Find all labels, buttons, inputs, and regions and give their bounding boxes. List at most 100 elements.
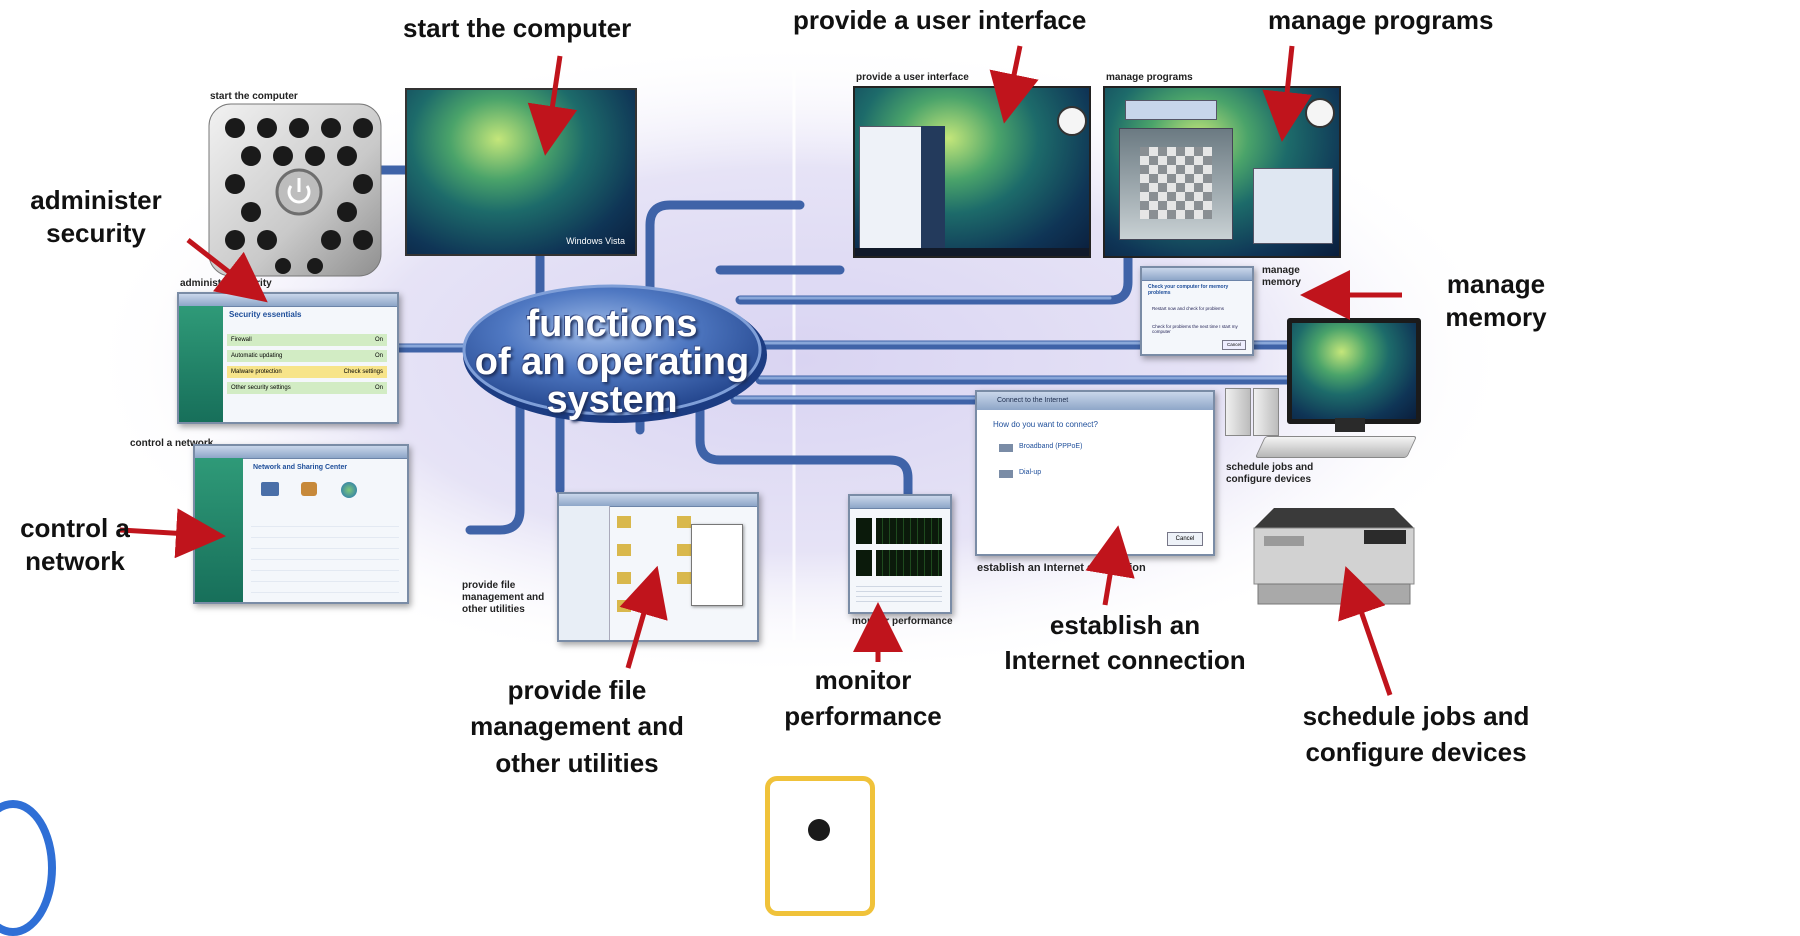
start-menu-side bbox=[921, 126, 945, 250]
folder-icon bbox=[617, 516, 631, 528]
window-titlebar bbox=[977, 392, 1213, 410]
power-icon bbox=[287, 185, 311, 204]
window-titlebar bbox=[195, 446, 407, 459]
case-vent-holes bbox=[225, 118, 373, 274]
network-center-window: Network and Sharing Center bbox=[193, 444, 409, 604]
security-row-firewall: Firewall On bbox=[227, 334, 387, 346]
window-titlebar bbox=[1142, 268, 1252, 281]
panel-label-files-line-3: other utilities bbox=[462, 604, 525, 615]
security-row-label: Malware protection bbox=[231, 369, 282, 375]
security-row-status: On bbox=[374, 385, 383, 391]
callout-performance-line-1: monitor bbox=[814, 665, 912, 695]
callout-memory-line-1: manage bbox=[1446, 269, 1546, 299]
panel-label-network: control a network bbox=[130, 438, 214, 449]
panel-label-start: start the computer bbox=[210, 91, 298, 102]
memory-cancel-button: Cancel bbox=[1222, 340, 1246, 350]
connector-pipes bbox=[225, 165, 1305, 535]
internet-dialog-title: Connect to the Internet bbox=[997, 397, 1069, 404]
callout-internet: establish an Internet connection bbox=[975, 608, 1275, 678]
printer-panel bbox=[1264, 536, 1304, 546]
context-menu bbox=[691, 524, 743, 606]
callout-security: administer security bbox=[6, 184, 186, 249]
callout-memory: manage memory bbox=[1416, 268, 1576, 333]
left-speaker bbox=[1225, 388, 1251, 436]
panel-label-jobs: schedule jobs and configure devices bbox=[1226, 462, 1313, 486]
callout-start: start the computer bbox=[403, 13, 632, 43]
panel-label-files-line-2: management and bbox=[462, 592, 545, 603]
arrow-files bbox=[619, 565, 668, 669]
security-row-label: Firewall bbox=[231, 337, 252, 343]
printer-display bbox=[1364, 530, 1406, 544]
callout-network: control a network bbox=[4, 512, 146, 577]
callout-files: provide file management and other utilit… bbox=[462, 672, 692, 781]
callout-files-line-1: provide file bbox=[507, 675, 647, 705]
folder-icon bbox=[677, 572, 691, 584]
laser-printer-image bbox=[1253, 508, 1415, 605]
panel-label-ui: provide a user interface bbox=[856, 72, 969, 83]
callout-jobs: schedule jobs and configure devices bbox=[1268, 698, 1564, 771]
window-titlebar bbox=[559, 494, 757, 507]
computer-case-image bbox=[208, 103, 382, 277]
decorative-dot bbox=[808, 819, 830, 841]
security-heading: Security essentials bbox=[229, 310, 302, 319]
security-row-malware: Malware protection Check settings bbox=[227, 366, 387, 378]
broadband-icon bbox=[999, 444, 1013, 452]
center-line-3: system bbox=[546, 379, 678, 421]
computer-icon bbox=[261, 482, 279, 496]
center-line-2: of an operating bbox=[474, 341, 750, 383]
callout-internet-line-1: establish an bbox=[1049, 610, 1201, 640]
internet-option-dialup: Dial-up bbox=[1019, 469, 1042, 476]
monitor-stand bbox=[1335, 418, 1365, 432]
network-icon bbox=[301, 482, 317, 496]
internet-cancel-button: Cancel bbox=[1167, 532, 1203, 546]
callout-internet-line-2: Internet connection bbox=[1004, 645, 1246, 676]
security-row-status: On bbox=[374, 353, 383, 359]
folder-icon bbox=[677, 544, 691, 556]
security-sidebar bbox=[179, 306, 223, 422]
memory-history-graph bbox=[876, 550, 942, 576]
cpu-usage-meter bbox=[856, 518, 872, 544]
panel-label-jobs-line-2: configure devices bbox=[1226, 474, 1312, 485]
diagram-stage: functions of an operating system start t… bbox=[0, 5, 1576, 936]
callout-network-line-1: control a bbox=[20, 513, 130, 543]
security-row-label: Automatic updating bbox=[231, 353, 283, 359]
memory-option-restart: Restart now and check for problems bbox=[1152, 306, 1225, 311]
panel-label-memory: manage memory bbox=[1262, 265, 1301, 289]
vista-logo-text: Windows Vista bbox=[566, 236, 625, 246]
security-row-status: On bbox=[374, 337, 383, 343]
folder-icon bbox=[617, 544, 631, 556]
security-center-window: Security essentials Firewall On Automati… bbox=[177, 292, 399, 424]
callout-programs: manage programs bbox=[1268, 5, 1494, 35]
chess-window bbox=[1119, 128, 1233, 240]
callout-files-line-3: other utilities bbox=[495, 747, 659, 778]
callout-ui: provide a user interface bbox=[793, 5, 1087, 35]
internet-dialog-question: How do you want to connect? bbox=[993, 420, 1098, 429]
media-player-window bbox=[1125, 100, 1217, 120]
arrow-start bbox=[527, 55, 578, 156]
memory-option-later: Check for problems the next time I start… bbox=[1152, 324, 1238, 334]
vista-boot-screen: Windows Vista bbox=[405, 88, 637, 256]
chess-board bbox=[1140, 147, 1212, 219]
desktop-monitor bbox=[1287, 318, 1421, 424]
arrow-security bbox=[186, 238, 268, 303]
panel-label-memory-line-1: manage bbox=[1262, 265, 1300, 276]
callout-arrows bbox=[119, 45, 1402, 696]
center-oval bbox=[462, 284, 762, 416]
cpu-history-graph bbox=[876, 518, 942, 544]
folder-tree bbox=[559, 506, 610, 640]
network-heading: Network and Sharing Center bbox=[253, 464, 348, 471]
taskbar bbox=[855, 248, 1089, 256]
callout-memory-line-2: memory bbox=[1445, 301, 1547, 332]
security-row-updating: Automatic updating On bbox=[227, 350, 387, 362]
center-title: functions of an operating system bbox=[462, 305, 762, 419]
callout-jobs-line-2: configure devices bbox=[1305, 737, 1527, 768]
internet-globe-icon bbox=[341, 482, 357, 498]
arrow-jobs bbox=[1338, 566, 1393, 696]
decorative-yellow-frame bbox=[765, 776, 875, 916]
callout-jobs-line-1: schedule jobs and bbox=[1302, 701, 1530, 731]
callout-security-line-2: security bbox=[46, 217, 146, 248]
panel-label-files-line-1: provide file bbox=[462, 580, 516, 591]
internet-option-broadband: Broadband (PPPoE) bbox=[1019, 443, 1083, 450]
arrow-network bbox=[119, 508, 226, 559]
dialup-icon bbox=[999, 470, 1013, 478]
